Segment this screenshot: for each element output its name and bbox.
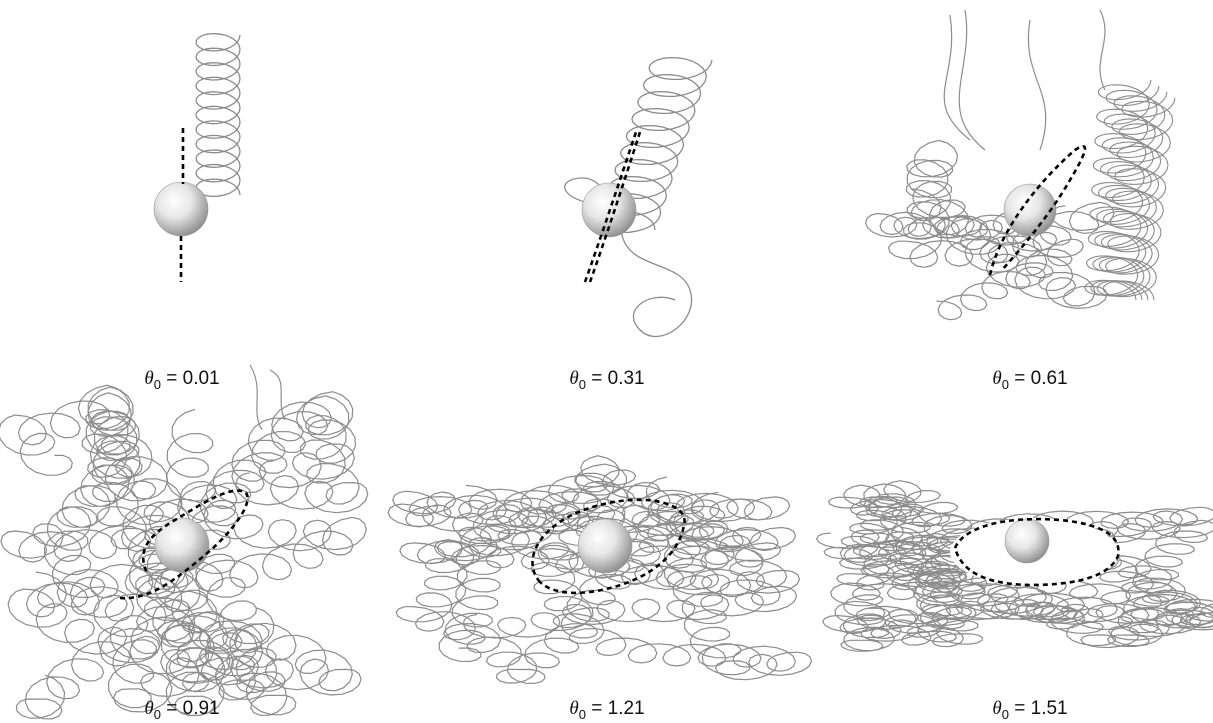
caption-panel-4: θ0 = 0.91 [144,698,219,722]
caption-panel-5: θ0 = 1.21 [569,698,644,722]
equals-sign: = [591,698,603,719]
trajectory-panel-2 [564,56,713,337]
theta-value: 0.61 [1030,368,1068,389]
trajectory-panel-6 [815,480,1213,652]
equals-sign: = [1014,698,1026,719]
theta-symbol: θ [144,698,154,719]
theta-symbol: θ [569,368,579,389]
theta-symbol: θ [992,368,1002,389]
equals-sign: = [166,368,178,389]
theta-value: 0.31 [607,368,645,389]
theta-subscript: 0 [578,376,586,392]
theta-subscript: 0 [153,706,161,722]
trajectory-panel-4 [0,364,369,720]
caption-panel-1: θ0 = 0.01 [144,368,219,392]
theta-subscript: 0 [153,376,161,392]
theta-subscript: 0 [1001,706,1009,722]
trajectory-panel-5 [387,455,813,685]
theta-value: 0.91 [182,698,220,719]
trajectory-panel-3 [864,9,1176,321]
theta-symbol: θ [992,698,1002,719]
caption-panel-6: θ0 = 1.51 [992,698,1067,722]
theta-symbol: θ [144,368,154,389]
theta-value: 0.01 [182,368,220,389]
theta-subscript: 0 [578,706,586,722]
caption-panel-3: θ0 = 0.61 [992,368,1067,392]
equals-sign: = [1014,368,1026,389]
theta-symbol: θ [569,698,579,719]
equals-sign: = [591,368,603,389]
theta-subscript: 0 [1001,376,1009,392]
caption-panel-2: θ0 = 0.31 [569,368,644,392]
trajectory-panel-1 [153,32,241,282]
theta-value: 1.21 [607,698,645,719]
equals-sign: = [166,698,178,719]
theta-value: 1.51 [1030,698,1068,719]
